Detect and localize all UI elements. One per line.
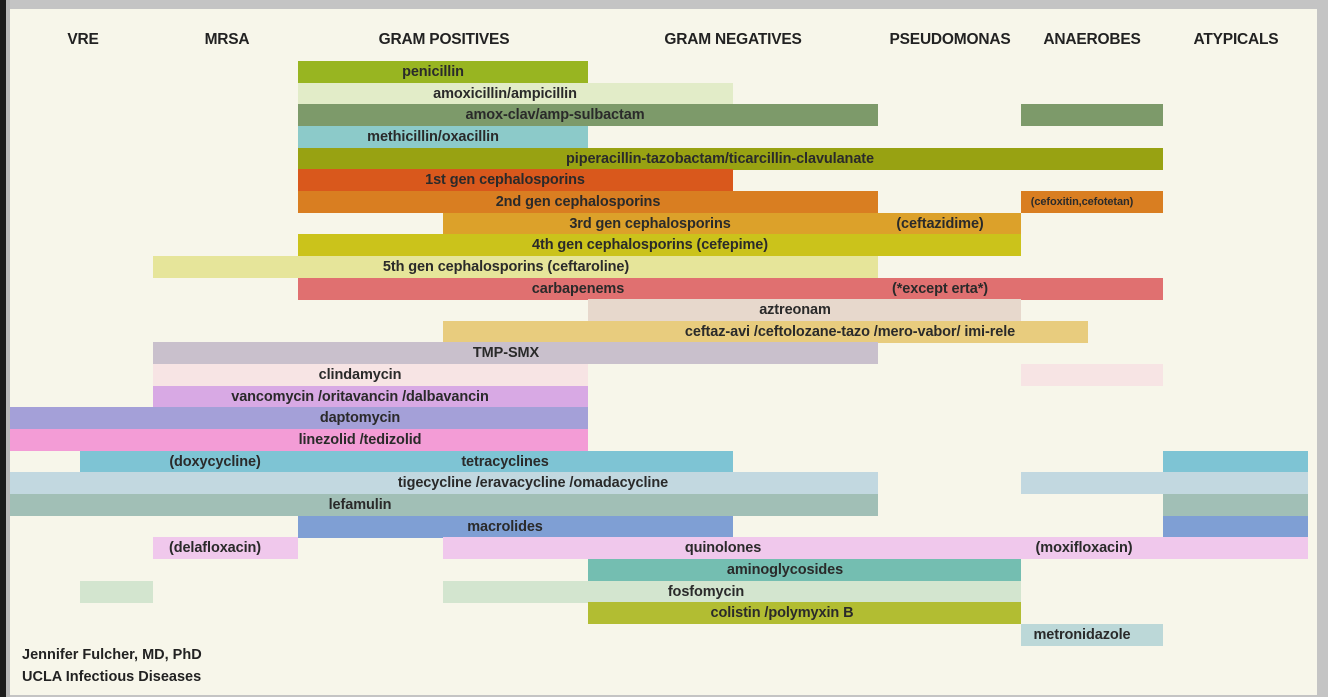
cephalosporin-3rd-gen-coverage-bar xyxy=(443,212,1021,235)
quinolones-coverage-bar xyxy=(443,537,1308,560)
cephalosporin-2nd-gen-label: 2nd gen cephalosporins xyxy=(495,193,661,210)
cephalosporin-1st-gen-coverage-bar xyxy=(298,169,733,192)
carbapenems-note: (*except erta*) xyxy=(891,280,989,297)
amoxicillin-ampicillin-coverage-bar xyxy=(298,82,733,105)
left-frame-inner xyxy=(6,0,10,697)
tigecycline-label: tigecycline /eravacycline /omadacycline xyxy=(397,475,669,492)
cephalosporin-3rd-gen-note: (ceftazidime) xyxy=(896,215,984,232)
cephalosporin-2nd-gen-coverage-bar xyxy=(298,190,878,213)
daptomycin-label: daptomycin xyxy=(319,410,401,427)
fosfomycin-coverage-bar xyxy=(80,580,153,603)
header-gram-negatives: GRAM NEGATIVES xyxy=(664,31,802,48)
header-mrsa: MRSA xyxy=(204,31,250,48)
lefamulin-label: lefamulin xyxy=(328,497,392,513)
clindamycin-coverage-bar xyxy=(153,364,588,387)
quinolones-label: quinolones xyxy=(684,540,762,557)
ceftaz-avi-coverage-bar xyxy=(443,320,1088,343)
cephalosporin-1st-gen-label: 1st gen cephalosporins xyxy=(425,172,585,189)
header-gram-positives: GRAM POSITIVES xyxy=(378,31,510,48)
tetracyclines-coverage-bar xyxy=(80,450,733,473)
colistin-label: colistin /polymyxin B xyxy=(710,605,854,622)
carbapenems-coverage-bar xyxy=(298,277,1163,300)
lefamulin-coverage-bar xyxy=(10,494,878,516)
lefamulin-coverage-bar xyxy=(1163,494,1308,516)
macrolides-coverage-bar xyxy=(298,515,733,538)
vancomycin-coverage-bar xyxy=(153,385,588,408)
cephalosporin-5th-gen-coverage-bar xyxy=(153,255,878,278)
aztreonam-coverage-bar xyxy=(588,299,1021,322)
amox-clav-amp-sulbactam-label: amox-clav/amp-sulbactam xyxy=(465,107,645,124)
carbapenems-label: carbapenems xyxy=(531,280,625,297)
amoxicillin-ampicillin-label: amoxicillin/ampicillin xyxy=(433,85,577,102)
macrolides-coverage-bar xyxy=(1163,515,1308,538)
tmp-smx-label: TMP-SMX xyxy=(472,345,540,362)
credit-affiliation: UCLA Infectious Diseases xyxy=(22,669,202,685)
clindamycin-coverage-bar xyxy=(1021,364,1163,387)
aminoglycosides-coverage-bar xyxy=(588,558,1021,581)
tmp-smx-coverage-bar xyxy=(153,342,878,365)
tigecycline-coverage-bar xyxy=(10,472,878,495)
credit-author: Jennifer Fulcher, MD, PhD xyxy=(22,647,202,663)
metronidazole-label: metronidazole xyxy=(1033,626,1131,643)
cephalosporin-2nd-gen-note: (cefoxitin,cefotetan) xyxy=(1030,195,1134,208)
metronidazole-coverage-bar xyxy=(1021,623,1163,646)
fosfomycin-label: fosfomycin xyxy=(667,583,745,600)
quinolones-note: (delafloxacin) xyxy=(168,540,262,557)
amox-clav-amp-sulbactam-coverage-bar xyxy=(298,104,878,127)
penicillin-coverage-bar xyxy=(298,61,588,83)
cephalosporin-4th-gen-coverage-bar xyxy=(298,234,1021,257)
clindamycin-label: clindamycin xyxy=(318,367,402,384)
linezolid-coverage-bar xyxy=(10,429,588,452)
quinolones-note-2: (moxifloxacin) xyxy=(1035,540,1133,557)
ceftaz-avi-label: ceftaz-avi /ceftolozane-tazo /mero-vabor… xyxy=(684,323,1016,340)
daptomycin-coverage-bar xyxy=(10,407,588,430)
cephalosporin-5th-gen-label: 5th gen cephalosporins (ceftaroline) xyxy=(382,258,630,275)
tetracyclines-note: (doxycycline) xyxy=(169,453,261,470)
top-frame xyxy=(0,0,1328,9)
vancomycin-label: vancomycin /oritavancin /dalbavancin xyxy=(231,388,489,405)
left-frame xyxy=(0,0,6,697)
aztreonam-label: aztreonam xyxy=(759,302,831,319)
linezolid-label: linezolid /tedizolid xyxy=(298,432,422,449)
piperacillin-tazobactam-label: piperacillin-tazobactam/ticarcillin-clav… xyxy=(566,150,874,167)
cephalosporin-2nd-gen-coverage-bar xyxy=(1021,190,1163,213)
header-pseudomonas: PSEUDOMONAS xyxy=(889,31,1011,48)
amox-clav-amp-sulbactam-coverage-bar xyxy=(1021,104,1163,127)
header-atypicals: ATYPICALS xyxy=(1193,31,1279,48)
penicillin-label: penicillin xyxy=(402,64,464,80)
fosfomycin-coverage-bar xyxy=(443,580,1021,603)
colistin-coverage-bar xyxy=(588,602,1021,625)
tigecycline-coverage-bar xyxy=(1021,472,1308,495)
header-vre: VRE xyxy=(67,31,99,48)
methicillin-oxacillin-label: methicillin/oxacillin xyxy=(367,128,499,145)
cephalosporin-4th-gen-label: 4th gen cephalosporins (cefepime) xyxy=(532,237,768,254)
tetracyclines-coverage-bar xyxy=(1163,450,1308,473)
macrolides-label: macrolides xyxy=(467,518,543,535)
piperacillin-tazobactam-coverage-bar xyxy=(298,147,1163,170)
quinolones-coverage-bar xyxy=(153,537,298,560)
antibiotic-coverage-chart: VRE MRSA GRAM POSITIVES GRAM NEGATIVES PSEUD… xyxy=(10,9,1317,695)
aminoglycosides-label: aminoglycosides xyxy=(726,561,844,578)
header-anaerobes: ANAEROBES xyxy=(1043,31,1141,48)
tetracyclines-label: tetracyclines xyxy=(461,453,549,470)
cephalosporin-3rd-gen-label: 3rd gen cephalosporins xyxy=(569,215,731,232)
methicillin-oxacillin-coverage-bar xyxy=(298,125,588,148)
